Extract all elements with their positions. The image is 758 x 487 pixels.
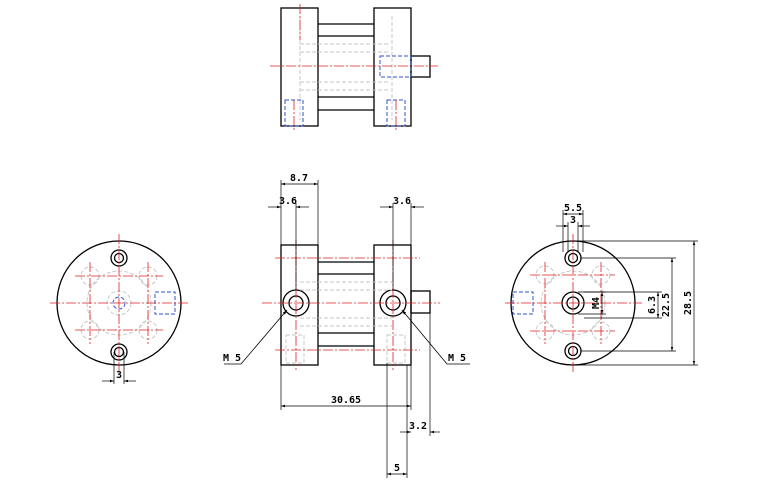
top-width-dim: 5.5 [564,203,582,214]
left-view: 3 [50,234,188,384]
right-view: 5.5 3 M4 6.3 22.5 28.5 [505,203,698,372]
pin-extent-dim: 5 [394,463,400,474]
outer-height-dim: 28.5 [683,291,694,315]
pin-length-dim: 3.2 [409,421,427,432]
inner-height-dim: 6.3 [647,296,658,314]
front-view: 8.7 3.6 3.6 30.65 3.2 5 M 5 M 5 [223,173,470,478]
center-thread-dim: M4 [591,297,602,309]
flange-width-dim: 8.7 [290,173,308,184]
top-view [270,4,438,130]
right-thread-label: M 5 [448,353,466,364]
overall-length-dim: 30.65 [331,395,361,406]
top-hole-dim: 3 [570,215,576,226]
left-thread-label: M 5 [223,353,241,364]
right-hole-offset-dim: 3.6 [393,196,411,207]
mid-height-dim: 22.5 [661,293,672,317]
left-hole-offset-dim: 3.6 [279,196,297,207]
left-hole-dim: 3 [116,370,122,381]
